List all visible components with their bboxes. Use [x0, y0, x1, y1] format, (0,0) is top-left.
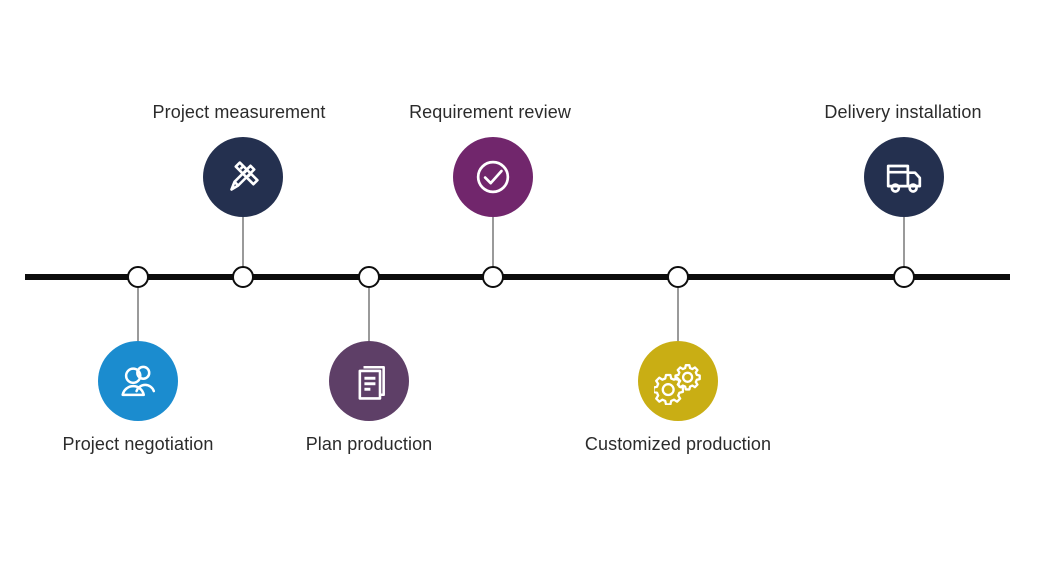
step-icon-bubble-4[interactable]	[453, 137, 533, 217]
timeline-node-4[interactable]	[482, 266, 504, 288]
timeline-node-1[interactable]	[127, 266, 149, 288]
timeline-node-3[interactable]	[358, 266, 380, 288]
step-label-5: Customized production	[584, 434, 772, 454]
step-icon-bubble-2[interactable]	[203, 137, 283, 217]
timeline-node-5[interactable]	[667, 266, 689, 288]
stem-step-1	[137, 288, 139, 341]
step-label-4: Requirement review	[409, 102, 571, 122]
pencil-ruler-icon	[219, 153, 267, 201]
step-icon-bubble-3[interactable]	[329, 341, 409, 421]
timeline-axis	[25, 274, 1010, 280]
users-group-icon	[115, 358, 161, 404]
check-circle-icon	[470, 154, 516, 200]
step-icon-bubble-1[interactable]	[98, 341, 178, 421]
stem-step-3	[368, 288, 370, 341]
step-icon-bubble-5[interactable]	[638, 341, 718, 421]
gears-icon	[654, 357, 702, 405]
step-icon-bubble-6[interactable]	[864, 137, 944, 217]
step-label-3: Plan production	[305, 434, 433, 454]
timeline-node-6[interactable]	[893, 266, 915, 288]
stem-step-4	[492, 217, 494, 269]
step-label-1: Project negotiation	[62, 434, 214, 454]
step-label-2: Project measurement	[152, 102, 326, 122]
timeline-node-2[interactable]	[232, 266, 254, 288]
document-stack-icon	[347, 359, 391, 403]
stem-step-6	[903, 217, 905, 269]
stem-step-5	[677, 288, 679, 341]
stem-step-2	[242, 217, 244, 269]
delivery-truck-icon	[881, 154, 927, 200]
step-label-6: Delivery installation	[824, 102, 982, 122]
